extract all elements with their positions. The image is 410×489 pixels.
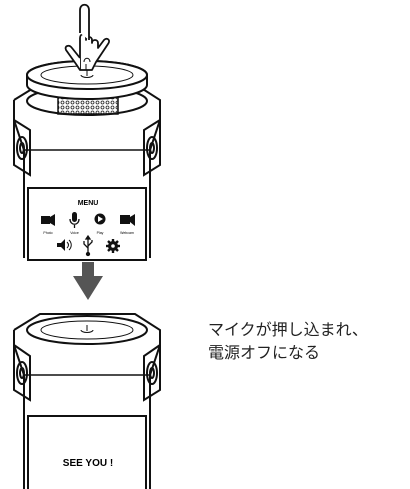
usb-icon[interactable] [83,234,93,257]
bottom-screen [27,415,147,489]
menu-item-label: Play [97,231,104,235]
right-speaker [143,118,161,177]
microphone-icon [69,212,80,228]
caption-line-2: 電源オフになる [208,343,321,362]
caption-line-1: マイクが押し込まれ、 [208,320,368,339]
pressing-hand-icon [64,3,110,71]
play-icon [94,213,106,225]
menu-item-label: Voice [70,231,79,235]
menu-title: MENU [78,200,99,207]
caption: マイクが押し込まれ、 電源オフになる [208,318,368,364]
video-camera-icon [120,214,135,226]
bottom-device [13,313,161,489]
menu-item-webcam[interactable]: Webcam [120,214,135,235]
left-speaker [13,343,31,402]
speaker-icon[interactable] [57,239,72,251]
top-device [13,60,161,261]
menu-item-label: Photo [43,231,52,235]
right-speaker [143,343,161,402]
left-speaker [13,118,31,177]
down-arrow-icon [73,262,103,300]
menu-item-photo[interactable]: Photo [41,214,55,235]
screen-message: SEE YOU ! [63,458,113,469]
settings-gear-icon[interactable] [106,239,120,253]
menu-item-play[interactable]: Play [94,213,106,236]
menu-item-label: Webcam [120,231,134,235]
menu-item-voice[interactable]: Voice [69,212,80,235]
camera-photo-icon [41,216,50,224]
